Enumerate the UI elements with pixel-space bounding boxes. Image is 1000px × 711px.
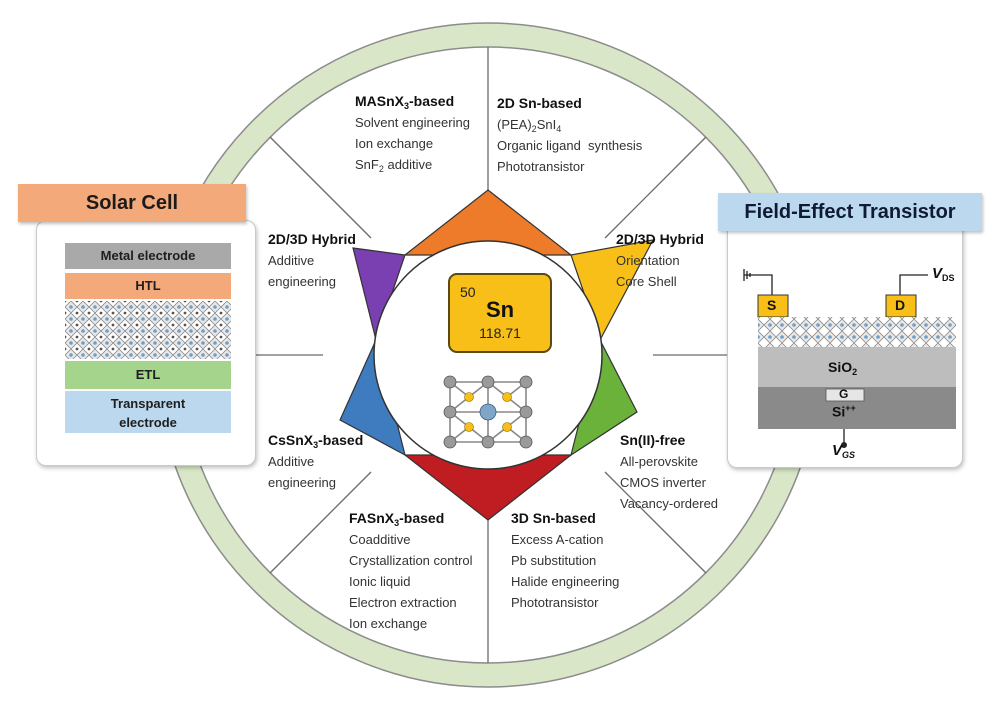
segment-item: Solvent engineering bbox=[355, 115, 470, 130]
htl-layer: HTL bbox=[65, 273, 231, 299]
solar-cell-title: Solar Cell bbox=[18, 184, 246, 222]
segment-item: Coadditive bbox=[349, 532, 411, 547]
segment-item: Core Shell bbox=[616, 274, 677, 289]
element-symbol: Sn bbox=[485, 297, 515, 322]
segment-item: (PEA)2SnI4 bbox=[497, 117, 562, 134]
segment-item: Additive bbox=[268, 253, 315, 268]
segment-item: Pb substitution bbox=[511, 553, 597, 568]
segment-item: Ion exchange bbox=[355, 136, 434, 151]
segment-title: MASnX3-based bbox=[355, 93, 455, 111]
atomic-number: 50 bbox=[460, 284, 476, 300]
transparent-electrode-layer: Transparent electrode bbox=[65, 391, 231, 433]
segment-2d-sn-based: 2D Sn-based (PEA)2SnI4 Organic ligand sy… bbox=[497, 93, 642, 177]
metal-electrode-layer: Metal electrode bbox=[65, 243, 231, 269]
segment-item: CMOS inverter bbox=[620, 475, 706, 490]
segment-2d3d-hybrid-right: 2D/3D Hybrid Orientation Core Shell bbox=[616, 229, 704, 292]
atomic-mass: 118.71 bbox=[479, 325, 521, 341]
vgs-label: VGS bbox=[832, 442, 856, 460]
segment-2d3d-hybrid-left: 2D/3D Hybrid Additive engineering bbox=[268, 229, 356, 292]
segment-sn-ii-free: Sn(II)-free All-perovskite CMOS inverter… bbox=[620, 430, 718, 514]
crystal-structure-icon bbox=[443, 375, 533, 449]
segment-item: Ion exchange bbox=[349, 616, 428, 631]
segment-item: Orientation bbox=[616, 253, 680, 268]
segment-item: Vacancy-ordered bbox=[620, 496, 719, 511]
segment-item: Organic ligand synthesis bbox=[497, 138, 643, 153]
segment-item: engineering bbox=[268, 274, 336, 289]
segment-title: 2D/3D Hybrid bbox=[268, 231, 356, 247]
segment-item: Excess A-cation bbox=[511, 532, 604, 547]
segment-masnx3: MASnX3-based Solvent engineering Ion exc… bbox=[355, 91, 470, 175]
star-petals bbox=[339, 189, 655, 521]
segment-item: engineering bbox=[268, 475, 336, 490]
segment-item: All-perovskite bbox=[620, 454, 699, 469]
si-label: Si++ bbox=[832, 403, 856, 420]
segment-item: Halide engineering bbox=[511, 574, 620, 589]
segment-title: 3D Sn-based bbox=[511, 510, 596, 526]
fet-device-diagram bbox=[743, 269, 956, 448]
segment-cssnx3: CsSnX3-based Additive engineering bbox=[268, 430, 363, 493]
segment-item: Phototransistor bbox=[497, 159, 585, 174]
segment-title: CsSnX3-based bbox=[268, 432, 364, 450]
segment-item: SnF2 additive bbox=[355, 157, 433, 174]
segment-title: 2D Sn-based bbox=[497, 95, 582, 111]
solar-cell-panel: Metal electrode HTL ETL Transparent elec… bbox=[36, 220, 256, 466]
fet-panel: S D VDS SiO2 G Si++ VGS bbox=[727, 222, 963, 468]
segment-item: Crystallization control bbox=[349, 553, 473, 568]
segment-title: 2D/3D Hybrid bbox=[616, 231, 704, 247]
segment-fasnx3: FASnX3-based Coadditive Crystallization … bbox=[349, 508, 473, 634]
segment-3d-sn-based: 3D Sn-based Excess A-cation Pb substitut… bbox=[511, 508, 619, 613]
etl-layer: ETL bbox=[65, 361, 231, 389]
drain-label: D bbox=[895, 297, 906, 313]
segment-item: Electron extraction bbox=[349, 595, 457, 610]
segment-title: Sn(II)-free bbox=[620, 432, 686, 448]
segment-item: Ionic liquid bbox=[349, 574, 411, 589]
fet-title: Field-Effect Transistor bbox=[718, 193, 982, 231]
source-label: S bbox=[767, 297, 777, 313]
segment-title: FASnX3-based bbox=[349, 510, 445, 528]
segment-item: Additive bbox=[268, 454, 315, 469]
vds-label: VDS bbox=[932, 265, 955, 283]
segment-item: Phototransistor bbox=[511, 595, 599, 610]
perovskite-lattice-icon bbox=[65, 301, 231, 359]
sn-element-tile: 50 Sn 118.71 bbox=[448, 273, 552, 353]
gate-label: G bbox=[839, 387, 849, 401]
sio2-label: SiO2 bbox=[828, 359, 858, 377]
